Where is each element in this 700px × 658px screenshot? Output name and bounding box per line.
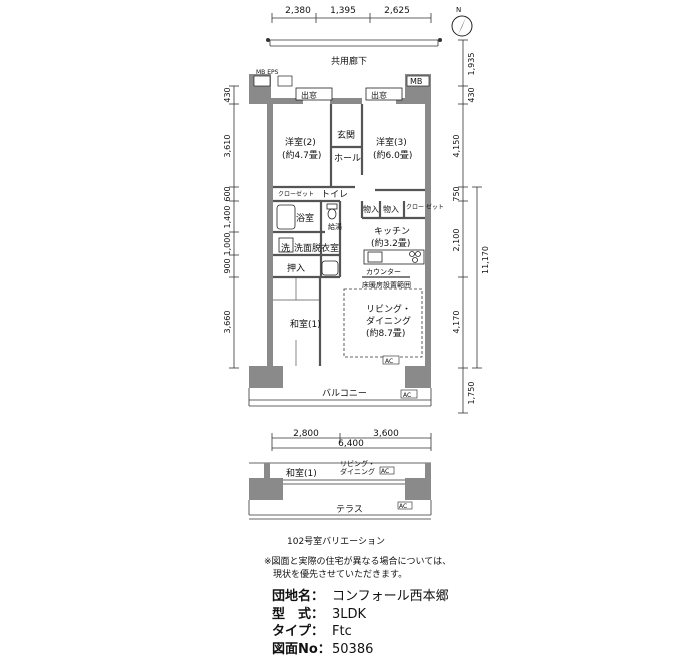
room-kitchen-size: (約3.2畳) bbox=[371, 237, 410, 249]
mb-right-label: MB bbox=[410, 77, 422, 86]
toilet-label: トイレ bbox=[321, 190, 348, 200]
room-western3-size: (約6.0畳) bbox=[373, 149, 412, 161]
info-type-key: 型 式： bbox=[272, 606, 332, 624]
right-dim-2: 430 bbox=[467, 87, 476, 102]
oshiire-label: 押入 bbox=[287, 262, 305, 274]
wash-label: 洗 bbox=[281, 242, 290, 254]
note-line-2: 現状を優先させていただきます。 bbox=[264, 569, 544, 582]
room-bath: 浴室 bbox=[296, 212, 314, 224]
info-row-estate: 団地名： コンフォール西本郷 bbox=[272, 588, 449, 606]
window-right-label: 出窓 bbox=[371, 90, 387, 100]
note-line-1: ※図面と実際の住宅が異なる場合については、 bbox=[264, 556, 544, 569]
left-dim-7: 3,660 bbox=[223, 311, 232, 334]
var-room-japanese1: 和室(1) bbox=[286, 467, 317, 479]
right-dim-5: 2,100 bbox=[452, 229, 461, 252]
corridor-label: 共用廊下 bbox=[331, 55, 367, 67]
north-label: N bbox=[456, 6, 461, 14]
north-arrow-icon bbox=[452, 16, 472, 36]
left-dim-4: 1,400 bbox=[223, 206, 232, 229]
bottom-dim-1: 2,800 bbox=[293, 429, 319, 439]
var-ac-label-1: AC bbox=[381, 468, 389, 475]
left-dim-5: 1,000 bbox=[223, 233, 232, 256]
top-dim-1: 2,380 bbox=[285, 6, 311, 16]
room-living-size: (約8.7畳) bbox=[366, 327, 405, 339]
info-row-drawing: 図面No： 50386 bbox=[272, 641, 449, 658]
top-dim-2: 1,395 bbox=[330, 6, 356, 16]
right-dim-7: 1,750 bbox=[467, 382, 476, 405]
variation-caption: 102号室バリエーション bbox=[287, 535, 385, 547]
info-row-kind: タイプ： Ftc bbox=[272, 623, 449, 641]
toilet-icon bbox=[327, 204, 337, 219]
floor-heating-label: 床暖房設置範囲 bbox=[362, 280, 411, 289]
meter-box-left bbox=[254, 76, 292, 86]
floor-plan: 2,380 1,395 2,625 N 共用廊下 430 3,610 600 1… bbox=[0, 0, 700, 555]
info-kind-key: タイプ： bbox=[272, 623, 332, 641]
info-type-value: 3LDK bbox=[332, 606, 366, 624]
washing-machine-icon bbox=[322, 261, 338, 275]
room-kitchen: キッチン bbox=[374, 226, 410, 237]
right-dim-total: 11,170 bbox=[481, 246, 490, 274]
info-estate-value: コンフォール西本郷 bbox=[332, 588, 449, 606]
top-dim-3: 2,625 bbox=[384, 6, 410, 16]
ac-label-2: AC bbox=[403, 392, 411, 399]
property-info: 団地名： コンフォール西本郷 型 式： 3LDK タイプ： Ftc 図面No： … bbox=[272, 588, 449, 658]
room-western2-size: (約4.7畳) bbox=[282, 149, 321, 161]
var-dining-label: ダイニング bbox=[340, 467, 375, 476]
right-dim-6: 4,170 bbox=[452, 311, 461, 334]
var-living-label: リビング・ bbox=[340, 459, 375, 468]
room-dining: ダイニング bbox=[366, 315, 411, 327]
var-ac-label-2: AC bbox=[399, 503, 407, 510]
info-drawing-key: 図面No： bbox=[272, 641, 332, 658]
room-entrance: 玄関 bbox=[337, 129, 355, 141]
room-western3: 洋室(3) bbox=[376, 136, 407, 148]
mb-eps-label: MB EPS bbox=[256, 69, 279, 76]
ac-label-1: AC bbox=[385, 358, 393, 365]
disclaimer-note: ※図面と実際の住宅が異なる場合については、 現状を優先させていただきます。 bbox=[264, 556, 544, 582]
room-dressing: 洗面脱衣室 bbox=[294, 242, 339, 254]
closet-small-label: クロー ゼット bbox=[406, 203, 444, 211]
info-kind-value: Ftc bbox=[332, 623, 352, 641]
closet-label: クローゼット bbox=[278, 190, 314, 198]
bottom-dim-2: 3,600 bbox=[373, 429, 399, 439]
terrace-label: テラス bbox=[336, 504, 363, 515]
room-japanese1: 和室(1) bbox=[290, 318, 321, 330]
storage-1: 物入 bbox=[363, 204, 379, 214]
info-estate-key: 団地名： bbox=[272, 588, 332, 606]
left-dim-1: 430 bbox=[223, 87, 232, 102]
counter-label: カウンター bbox=[366, 267, 401, 276]
corridor-railing bbox=[270, 40, 438, 46]
left-dim-3: 600 bbox=[223, 186, 232, 201]
room-western2: 洋室(2) bbox=[285, 136, 316, 148]
storage-2: 物入 bbox=[383, 204, 399, 214]
kitchen-counter bbox=[364, 250, 424, 264]
balcony-label: バルコニー bbox=[322, 388, 367, 399]
left-dim-6: 900 bbox=[223, 258, 232, 273]
right-dim-3: 4,150 bbox=[452, 135, 461, 158]
info-drawing-value: 50386 bbox=[332, 641, 373, 658]
left-dim-2: 3,610 bbox=[223, 135, 232, 158]
water-heater-label: 給湯 bbox=[328, 222, 342, 231]
info-row-type: 型 式： 3LDK bbox=[272, 606, 449, 624]
window-left-label: 出窓 bbox=[301, 90, 317, 100]
bathtub-icon bbox=[277, 205, 295, 229]
right-dim-4: 750 bbox=[452, 186, 461, 201]
bottom-dim-total: 6,400 bbox=[338, 439, 364, 449]
room-hall: ホール bbox=[334, 153, 361, 164]
right-dim-1: 1,935 bbox=[467, 53, 476, 76]
room-living: リビング・ bbox=[366, 303, 411, 315]
